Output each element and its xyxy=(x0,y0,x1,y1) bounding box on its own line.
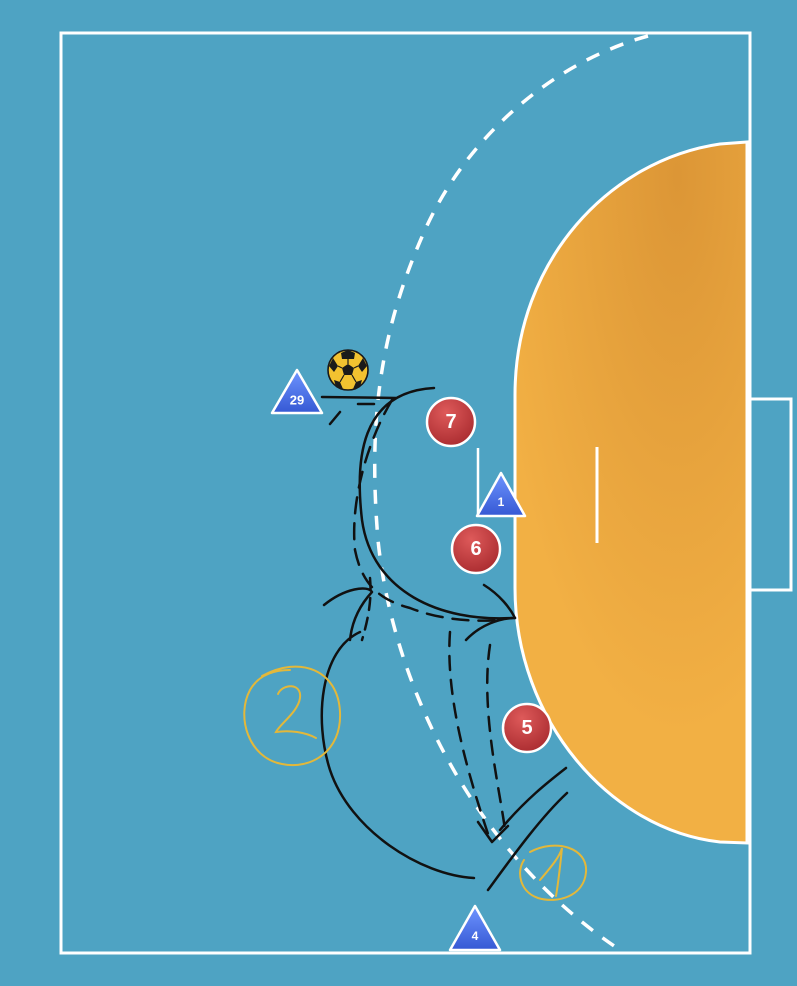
loop-step-2 xyxy=(320,587,476,880)
stroke-near-step-1a xyxy=(498,766,568,832)
defender-5-label: 5 xyxy=(521,717,532,739)
attacker-4-label: 4 xyxy=(472,929,479,943)
step-1-circle xyxy=(519,844,588,901)
step-2-digit xyxy=(274,685,317,739)
defender-7-label: 7 xyxy=(445,411,456,433)
defender-6-hook xyxy=(464,616,517,642)
movement-paths xyxy=(320,386,569,892)
attacker-1-label: 1 xyxy=(498,495,505,509)
attacker-1[interactable]: 1 xyxy=(475,471,527,518)
handball-icon[interactable] xyxy=(327,349,369,391)
cut-arc-7 xyxy=(358,386,514,620)
attacker-29-label: 29 xyxy=(290,393,304,408)
defender-6-move xyxy=(482,583,517,620)
arrow-head-4 xyxy=(476,820,510,844)
goal-area xyxy=(513,140,749,845)
loop-entry xyxy=(360,576,372,642)
step-2-circle xyxy=(243,665,342,767)
cut-arc-7-dashed xyxy=(328,398,502,622)
defender-6[interactable]: 6 xyxy=(450,523,502,575)
step-1-digit xyxy=(539,847,563,897)
defender-5[interactable]: 5 xyxy=(501,702,553,754)
attacker-4[interactable]: 4 xyxy=(448,904,502,952)
goal-box xyxy=(748,397,793,592)
annotations xyxy=(243,665,588,901)
defender-7[interactable]: 7 xyxy=(425,396,477,448)
pass-line-29 xyxy=(320,395,398,400)
attacker-29[interactable]: 29 xyxy=(270,368,324,415)
defender-6-label: 6 xyxy=(470,538,481,560)
stroke-near-step-1b xyxy=(486,791,569,892)
free-throw-line xyxy=(372,34,649,952)
dashed-cut-down-2 xyxy=(486,643,507,832)
dashed-cut-down xyxy=(448,630,492,842)
